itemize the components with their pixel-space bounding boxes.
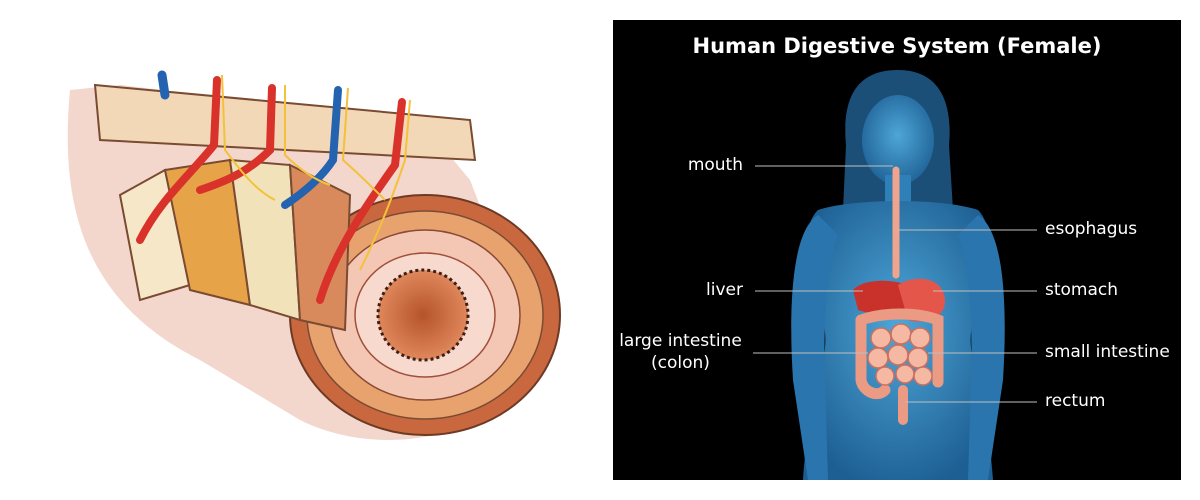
digestive-system-diagram: Human Digestive System (Female) mouth es… bbox=[613, 20, 1181, 480]
label-large-intestine: large intestine (colon) bbox=[613, 330, 748, 374]
body-figure bbox=[753, 70, 1037, 480]
small-intestine-organ bbox=[867, 323, 933, 386]
intestine-wall-drawing bbox=[67, 70, 561, 440]
label-large-intestine-line1: large intestine bbox=[619, 331, 742, 351]
large-intestine-organ bbox=[855, 308, 944, 400]
label-large-intestine-line2: (colon) bbox=[651, 353, 710, 373]
leader-lines bbox=[753, 165, 1037, 403]
label-stomach: stomach bbox=[1045, 280, 1119, 300]
label-mouth: mouth bbox=[687, 155, 743, 175]
diagram-title: Human Digestive System (Female) bbox=[692, 34, 1102, 58]
head bbox=[862, 95, 934, 185]
liver-organ bbox=[853, 280, 913, 315]
nerves bbox=[221, 74, 411, 271]
left-arm bbox=[791, 215, 838, 480]
label-small-intestine: small intestine bbox=[1045, 342, 1170, 362]
label-esophagus: esophagus bbox=[1045, 219, 1138, 239]
intestine-cross-section-illustration bbox=[67, 70, 561, 440]
label-liver: liver bbox=[706, 280, 743, 300]
lumen bbox=[376, 268, 470, 362]
label-rectum: rectum bbox=[1045, 391, 1106, 411]
right-arm bbox=[958, 215, 1005, 480]
